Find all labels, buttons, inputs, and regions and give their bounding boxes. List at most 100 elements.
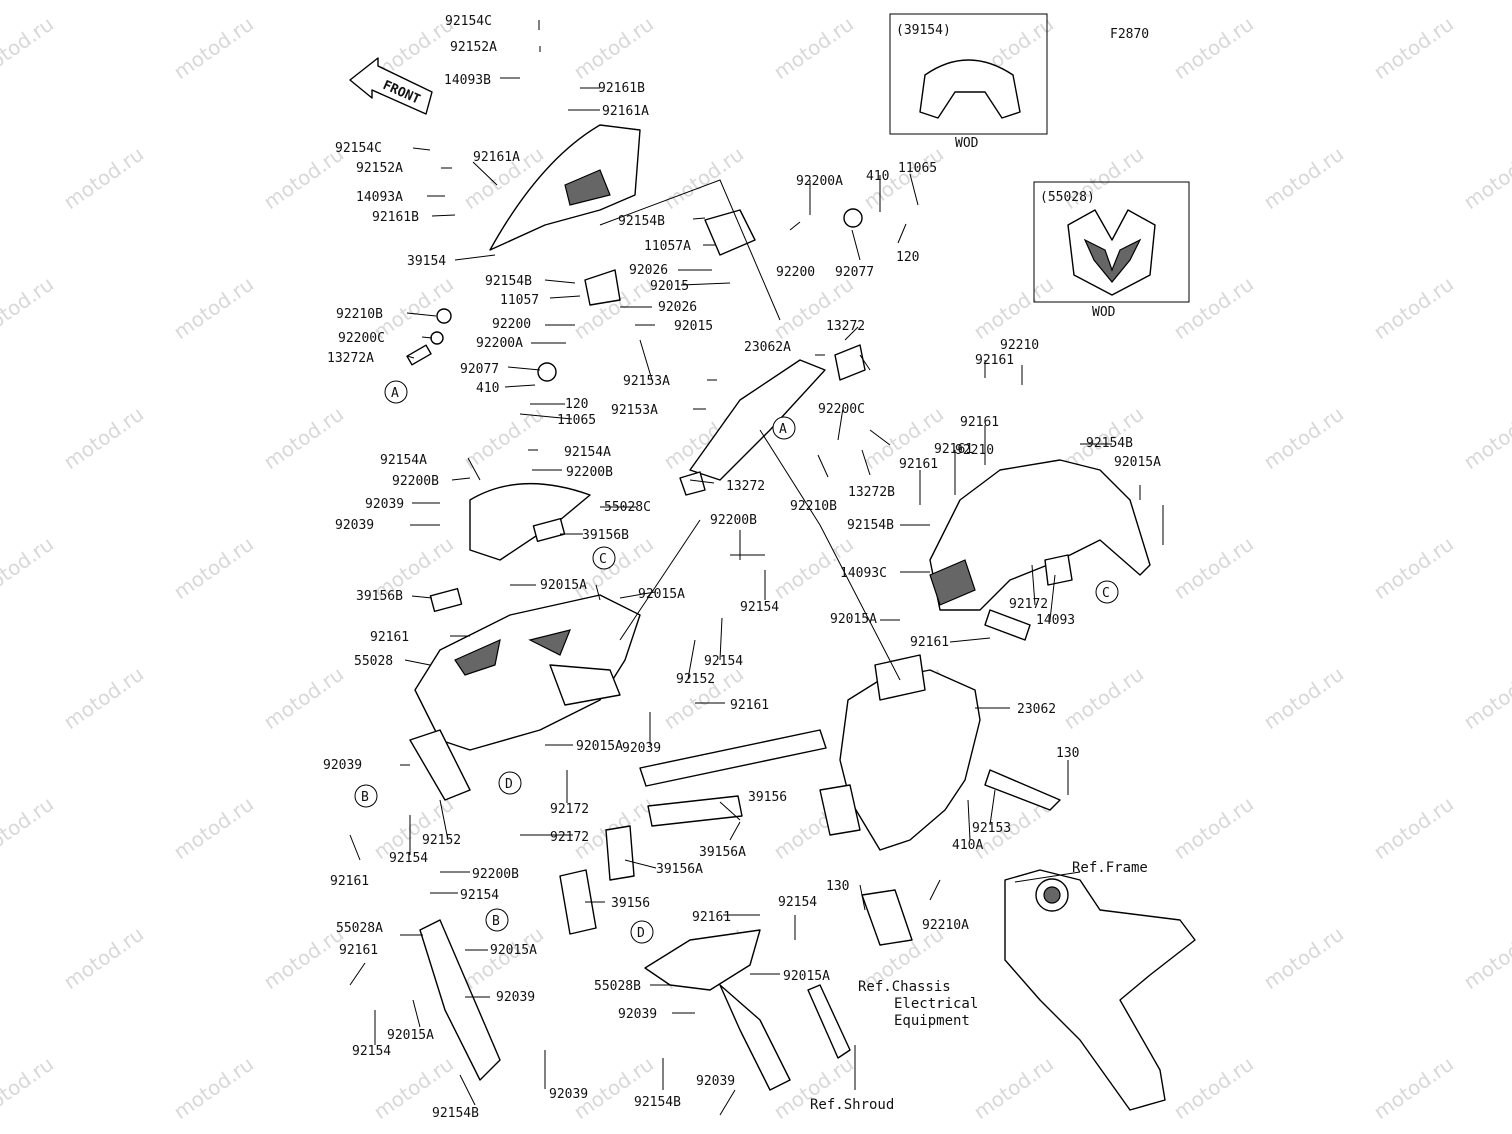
watermark-text: motod.ru xyxy=(769,1052,858,1124)
part-label-74: 55028A xyxy=(336,921,383,936)
part-label-70: 39156 xyxy=(748,790,787,805)
watermark-text: motod.ru xyxy=(1169,12,1258,84)
watermark-text: motod.ru xyxy=(459,402,548,474)
part-label-46: 55028C xyxy=(604,500,651,515)
part-label-94: 92015A xyxy=(1114,455,1161,470)
part-label-86: 92039 xyxy=(618,1007,657,1022)
watermark-text: motod.ru xyxy=(1169,1052,1258,1124)
part-label-68: 92200B xyxy=(472,867,519,882)
part-label-19: 92015 xyxy=(674,319,713,334)
watermark-text: motod.ru xyxy=(769,12,858,84)
ref-chassis-line2: Electrical xyxy=(894,996,978,1012)
part-label-3: 92161B xyxy=(598,81,645,96)
part-label-41: 13272B xyxy=(848,485,895,500)
watermark-text: motod.ru xyxy=(969,272,1058,344)
part-label-82: 92161 xyxy=(692,910,731,925)
watermark-text: motod.ru xyxy=(1169,272,1258,344)
svg-text:D: D xyxy=(637,926,645,941)
part-label-24: 92077 xyxy=(460,362,499,377)
watermark-text: motod.ru xyxy=(1259,922,1348,994)
part-label-7: 92161A xyxy=(473,150,520,165)
watermark-text: motod.ru xyxy=(569,12,658,84)
part-label-75: 92161 xyxy=(339,943,378,958)
part-label-77: 92039 xyxy=(496,990,535,1005)
part-label-85: 55028B xyxy=(594,979,641,994)
part-label-31: 120 xyxy=(896,250,919,265)
watermark-text: motod.ru xyxy=(1369,792,1458,864)
part-label-42: 92154A xyxy=(380,453,427,468)
part-label-103: 23062 xyxy=(1017,702,1056,717)
part-label-65: 92152 xyxy=(422,833,461,848)
ref-chassis-line1: Ref.Chassis xyxy=(858,979,951,995)
watermark-text: motod.ru xyxy=(169,1052,258,1124)
part-label-61: 92015A xyxy=(576,739,623,754)
part-label-33: 92077 xyxy=(835,265,874,280)
part-label-50: 92200B xyxy=(710,513,757,528)
part-label-2: 14093B xyxy=(444,73,491,88)
inset-windshield-code: (39154) xyxy=(896,23,951,38)
watermark-text: motod.ru xyxy=(1059,662,1148,734)
reference-labels: Ref.Frame Ref.Chassis Electrical Equipme… xyxy=(810,860,1148,1113)
part-label-58: 92152 xyxy=(676,672,715,687)
watermark-text: motod.ru xyxy=(1259,662,1348,734)
part-label-23: 92200A xyxy=(476,336,523,351)
part-label-9: 92161B xyxy=(372,210,419,225)
watermark-text: motod.ru xyxy=(1369,532,1458,604)
watermark-text: motod.ru xyxy=(0,1052,58,1124)
part-label-34: 13272 xyxy=(826,319,865,334)
part-label-29: 410 xyxy=(866,169,889,184)
svg-text:C: C xyxy=(599,552,607,567)
part-label-90: 92210 xyxy=(1000,338,1039,353)
watermark-text: motod.ru xyxy=(259,922,348,994)
part-label-56: 55028 xyxy=(354,654,393,669)
part-label-100: 14093 xyxy=(1036,613,1075,628)
part-label-108: 92210A xyxy=(922,918,969,933)
part-number-labels: 92154C92152A14093B92161B92161A92154C9215… xyxy=(323,14,1161,1121)
part-label-72: 39156A xyxy=(656,862,703,877)
part-label-4: 92161A xyxy=(602,104,649,119)
svg-text:C: C xyxy=(1102,586,1110,601)
ref-chassis-line3: Equipment xyxy=(894,1013,970,1029)
part-label-87: 92154B xyxy=(634,1095,681,1110)
part-label-11: 92154B xyxy=(618,214,665,229)
part-label-81: 92154B xyxy=(432,1106,479,1121)
watermark-text: motod.ru xyxy=(169,272,258,344)
watermark-text: motod.ru xyxy=(969,1052,1058,1124)
part-label-48: 92039 xyxy=(335,518,374,533)
watermark-text: motod.ru xyxy=(169,792,258,864)
part-label-30: 11065 xyxy=(898,161,937,176)
ref-frame: Ref.Frame xyxy=(1072,860,1148,876)
part-label-54: 39156B xyxy=(356,589,403,604)
part-label-22: 13272A xyxy=(327,351,374,366)
part-label-99: 92172 xyxy=(1009,597,1048,612)
part-label-59: 92161 xyxy=(730,698,769,713)
watermark-text: motod.ru xyxy=(1459,142,1512,214)
part-label-101: 92015A xyxy=(830,612,877,627)
part-label-62: 92039 xyxy=(622,741,661,756)
watermark-text: motod.ru xyxy=(259,662,348,734)
callout-a-left: A xyxy=(384,380,408,404)
watermark-text: motod.ru xyxy=(1459,922,1512,994)
part-label-53: 92154 xyxy=(740,600,779,615)
watermark-text: motod.ru xyxy=(1169,792,1258,864)
part-label-51: 92015A xyxy=(540,578,587,593)
part-label-49: 39156B xyxy=(582,528,629,543)
part-label-27: 11065 xyxy=(557,413,596,428)
svg-text:B: B xyxy=(492,914,500,929)
inset-cowl: (55028) WOD xyxy=(1033,181,1190,320)
callout-b-lower: B xyxy=(485,908,509,932)
part-label-91: 92161 xyxy=(960,415,999,430)
part-label-89: 92161 xyxy=(975,353,1014,368)
part-label-60: 92039 xyxy=(323,758,362,773)
part-label-12: 11057A xyxy=(644,239,691,254)
watermark-text: motod.ru xyxy=(169,12,258,84)
part-label-8: 14093A xyxy=(356,190,403,205)
part-label-38: 92200C xyxy=(818,402,865,417)
part-label-106: 410A xyxy=(952,838,983,853)
watermark-text: motod.ru xyxy=(169,532,258,604)
part-label-14: 92015 xyxy=(650,279,689,294)
callout-c-upper: C xyxy=(592,546,616,570)
watermark-text: motod.ru xyxy=(1369,1052,1458,1124)
part-label-17: 92026 xyxy=(658,300,697,315)
